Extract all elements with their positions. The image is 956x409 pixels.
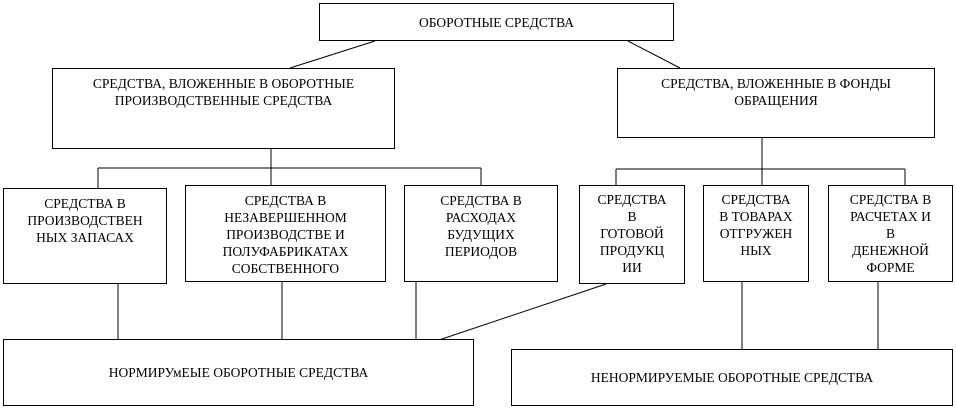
group-box-non-normed: НЕНОРМИРУЕМЫЕ ОБОРОТНЫЕ СРЕДСТВА bbox=[511, 349, 953, 406]
connector-root-right bbox=[627, 40, 681, 69]
branch-box-circulation: СРЕДСТВА, ВЛОЖЕННЫЕ В ФОНДЫ ОБРАЩЕНИЯ bbox=[617, 68, 935, 138]
leaf-box-finished-goods: СРЕДСТВА В ГОТОВОЙ ПРОДУКЦ ИИ bbox=[579, 185, 685, 284]
group-label-normed: НОРМИРУмЕЫЕ ОБОРОТНЫЕ СРЕДСТВА bbox=[108, 365, 369, 380]
group-box-normed: НОРМИРУмЕЫЕ ОБОРОТНЫЕ СРЕДСТВА bbox=[3, 339, 474, 406]
leaf-label-finished-goods: СРЕДСТВА В ГОТОВОЙ ПРОДУКЦ ИИ bbox=[597, 192, 667, 275]
leaf-label-shipped-goods: СРЕДСТВА В ТОВАРАХ ОТГРУЖЕН НЫХ bbox=[719, 192, 793, 258]
branch-box-production: СРЕДСТВА, ВЛОЖЕННЫЕ В ОБОРОТНЫЕ ПРОИЗВОД… bbox=[52, 68, 395, 149]
root-label: ОБОРОТНЫЕ СРЕДСТВА bbox=[418, 14, 575, 30]
root-box: ОБОРОТНЫЕ СРЕДСТВА bbox=[319, 3, 674, 41]
group-label-non-normed: НЕНОРМИРУЕМЫЕ ОБОРОТНЫЕ СРЕДСТВА bbox=[590, 370, 874, 385]
leaf-label-work-in-progress: СРЕДСТВА В НЕЗАВЕРШЕННОМ ПРОИЗВОДСТВЕ И … bbox=[222, 193, 349, 276]
leaf-label-production-stocks: СРЕДСТВА В ПРОИЗВОДСТВЕН НЫХ ЗАПАСАХ bbox=[27, 196, 143, 245]
connector-root-left bbox=[289, 40, 376, 69]
leaf-box-shipped-goods: СРЕДСТВА В ТОВАРАХ ОТГРУЖЕН НЫХ bbox=[703, 185, 809, 282]
branch-label-production: СРЕДСТВА, ВЛОЖЕННЫЕ В ОБОРОТНЫЕ ПРОИЗВОД… bbox=[92, 76, 355, 108]
branch-label-circulation: СРЕДСТВА, ВЛОЖЕННЫЕ В ФОНДЫ ОБРАЩЕНИЯ bbox=[661, 76, 891, 108]
leaf-box-settlements-cash: СРЕДСТВА В РАСЧЕТАХ И В ДЕНЕЖНОЙ ФОРМЕ bbox=[828, 185, 953, 282]
leaf-label-deferred-expenses: СРЕДСТВА В РАСХОДАХ БУДУЩИХ ПЕРИОДОВ bbox=[440, 193, 522, 259]
connector-leaf4-normed bbox=[435, 283, 607, 342]
leaf-box-work-in-progress: СРЕДСТВА В НЕЗАВЕРШЕННОМ ПРОИЗВОДСТВЕ И … bbox=[185, 185, 386, 282]
leaf-label-settlements-cash: СРЕДСТВА В РАСЧЕТАХ И В ДЕНЕЖНОЙ ФОРМЕ bbox=[849, 192, 932, 275]
leaf-box-deferred-expenses: СРЕДСТВА В РАСХОДАХ БУДУЩИХ ПЕРИОДОВ bbox=[404, 185, 558, 282]
leaf-box-production-stocks: СРЕДСТВА В ПРОИЗВОДСТВЕН НЫХ ЗАПАСАХ bbox=[3, 188, 167, 284]
